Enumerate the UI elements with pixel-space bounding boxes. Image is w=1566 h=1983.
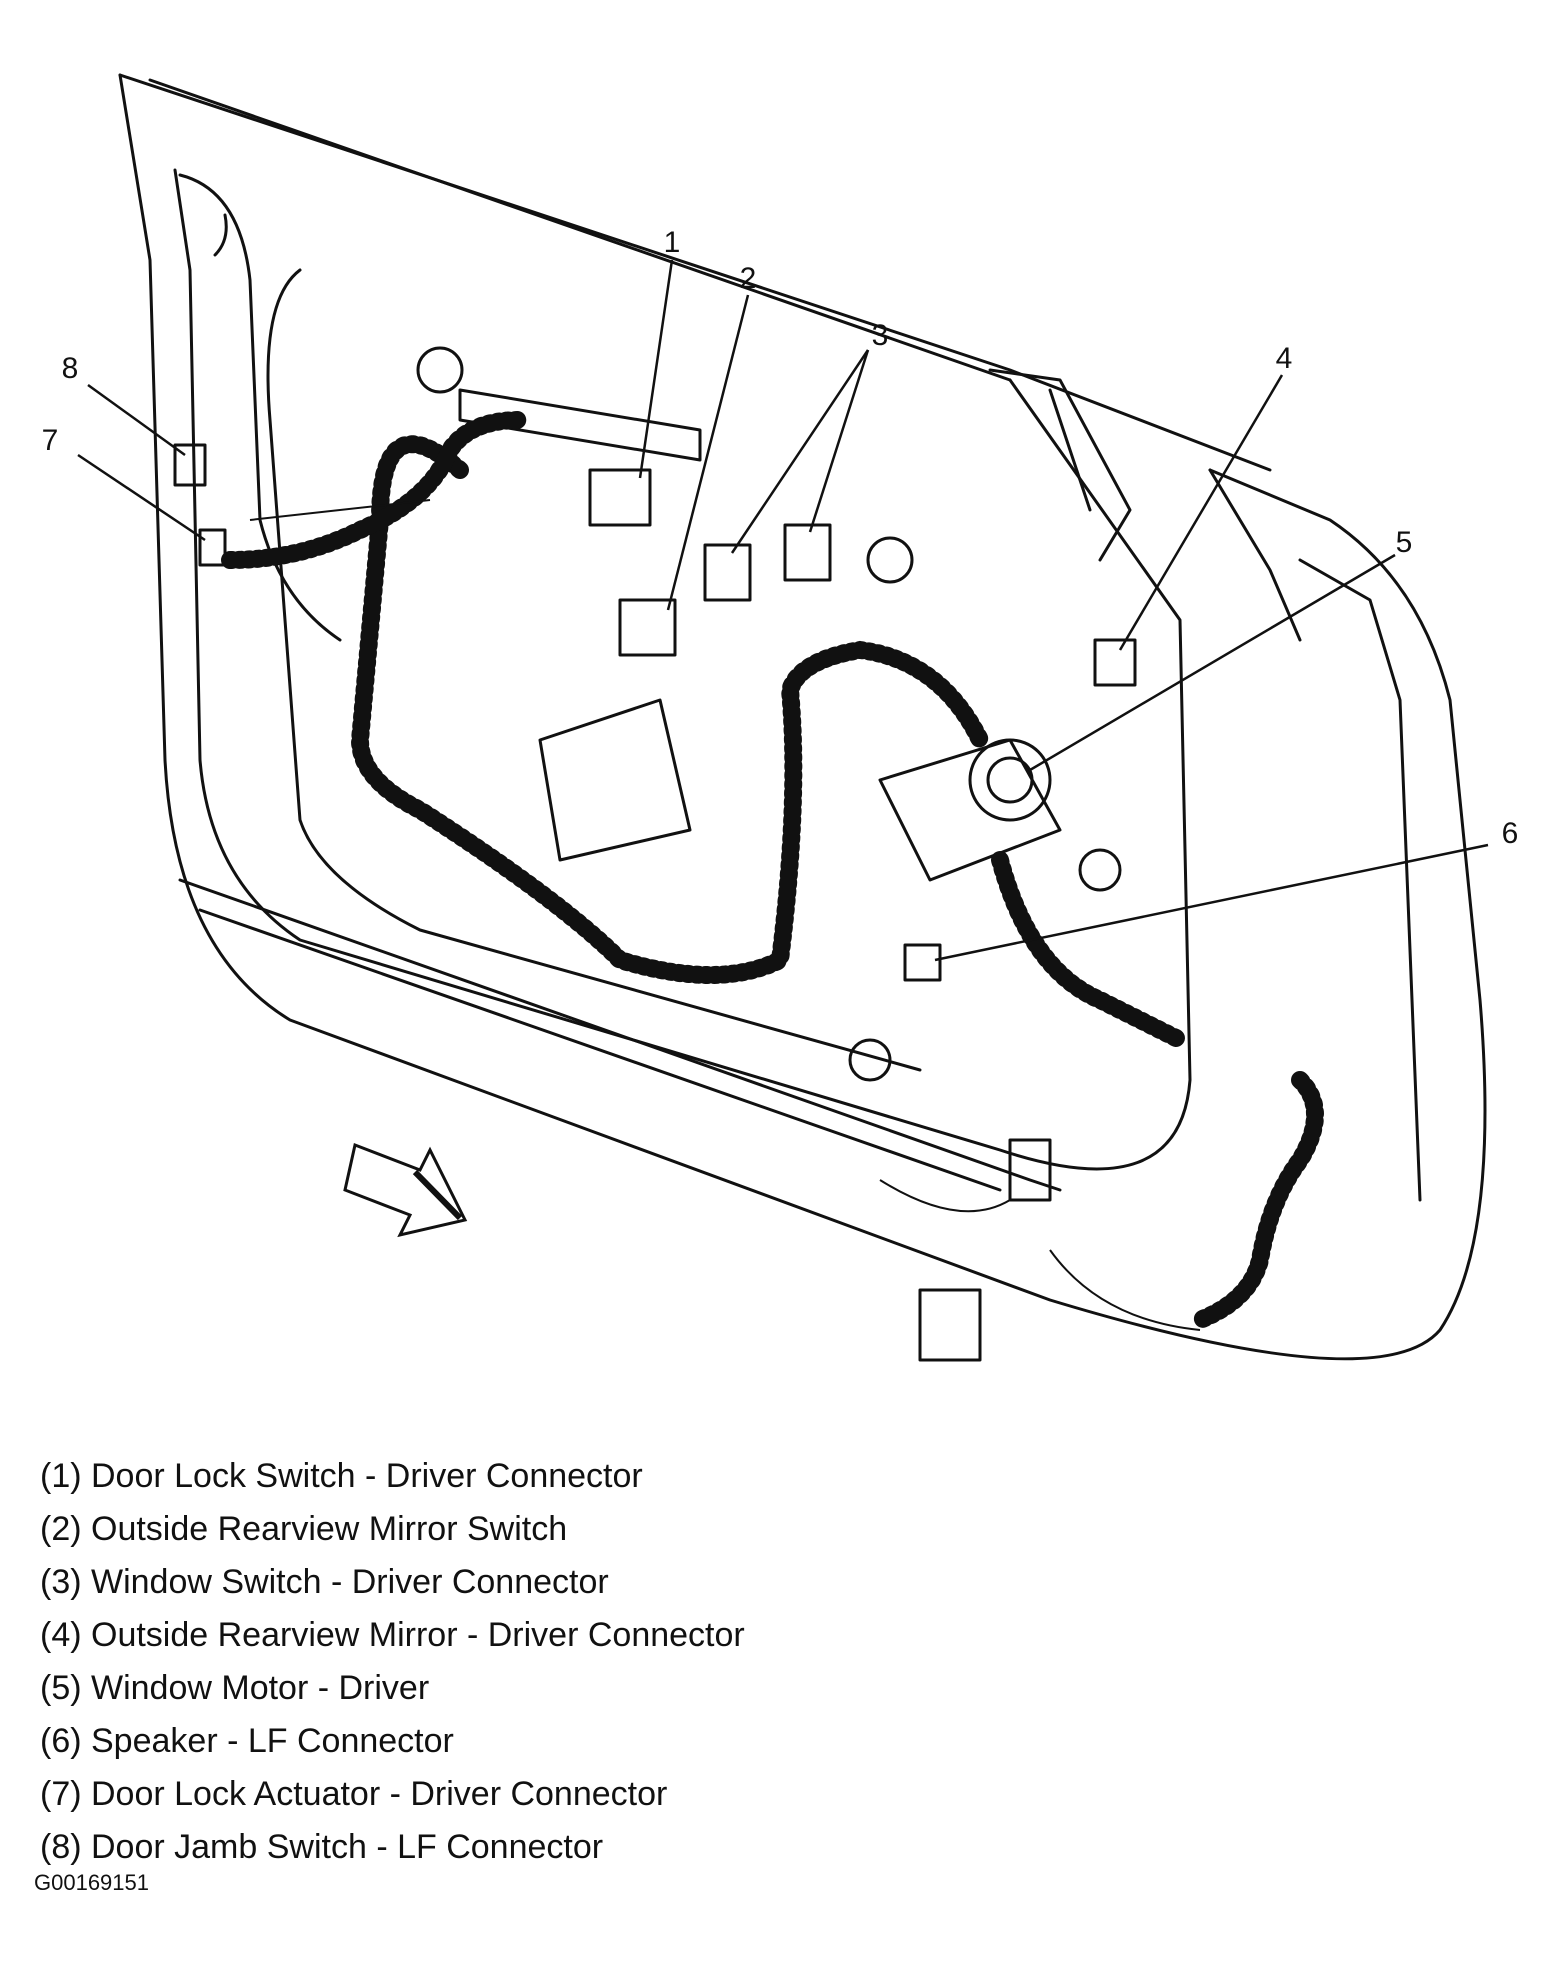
door-sill [178, 878, 1062, 1192]
bracket-center [538, 698, 692, 862]
legend-item-4: (4) Outside Rearview Mirror - Driver Con… [40, 1616, 745, 1654]
bracket-upper [458, 388, 702, 462]
leader-5 [1029, 553, 1396, 772]
wire-thin-2 [1049, 1249, 1201, 1331]
callout-6: 6 [1502, 817, 1519, 850]
callout-7: 7 [42, 424, 59, 457]
wire-thin-3 [879, 1179, 1011, 1213]
leader-2 [666, 294, 750, 611]
connector-6 [903, 943, 942, 982]
wiring-harness-right [991, 851, 1189, 1049]
leader-8 [87, 383, 186, 457]
door-illustration: 1 2 3 4 5 6 7 8 [42, 73, 1519, 1362]
connector-bottom [1008, 1138, 1052, 1202]
leader-6 [934, 843, 1489, 962]
legend-item-8: (8) Door Jamb Switch - LF Connector [40, 1828, 604, 1866]
legend-item-6: (6) Speaker - LF Connector [40, 1722, 454, 1760]
callout-2: 2 [740, 262, 757, 295]
legend-item-1: (1) Door Lock Switch - Driver Connector [40, 1457, 643, 1495]
leader-4 [1118, 374, 1284, 651]
connector-8 [173, 443, 207, 487]
wiring-harness-lower [1191, 1071, 1324, 1329]
connector-7 [198, 528, 227, 567]
wire-thin-1 [249, 499, 431, 521]
leader-3a [730, 349, 870, 554]
mirror-flange [988, 368, 1132, 562]
figure-id: G00169151 [34, 1870, 149, 1895]
door-inner-panel [173, 168, 1192, 1171]
callout-8: 8 [62, 352, 79, 385]
door-outer-frame [118, 73, 1487, 1361]
callout-5: 5 [1396, 526, 1413, 559]
leader-7 [77, 453, 206, 542]
legend-item-7: (7) Door Lock Actuator - Driver Connecto… [40, 1775, 668, 1813]
door-upper-edge [118, 73, 1272, 472]
connector-1 [588, 468, 652, 527]
legend-item-5: (5) Window Motor - Driver [40, 1669, 430, 1707]
connector-3b [783, 523, 832, 582]
connector-3a [703, 543, 752, 602]
callout-4: 4 [1276, 342, 1293, 375]
callout-1: 1 [664, 226, 681, 259]
leader-1 [638, 259, 674, 479]
component-legend: (1) Door Lock Switch - Driver Connector … [40, 1450, 1440, 1874]
window-motor [878, 738, 1062, 882]
door-inner-panel-2 [266, 268, 922, 1072]
door-sill-2 [198, 908, 1002, 1192]
speaker-housing [968, 738, 1052, 822]
leader-3b [808, 349, 870, 533]
connector-4 [1093, 638, 1137, 687]
legend-item-2: (2) Outside Rearview Mirror Switch [40, 1510, 568, 1548]
wiring-harness-main [350, 435, 989, 984]
harness-clip [918, 1288, 982, 1362]
legend-item-3: (3) Window Switch - Driver Connector [40, 1563, 609, 1601]
door-upper-edge-inner [148, 78, 1012, 382]
callout-3: 3 [872, 319, 889, 352]
hinge-pillar [178, 173, 342, 642]
connector-2 [618, 598, 677, 657]
direction-arrow [343, 1142, 468, 1238]
